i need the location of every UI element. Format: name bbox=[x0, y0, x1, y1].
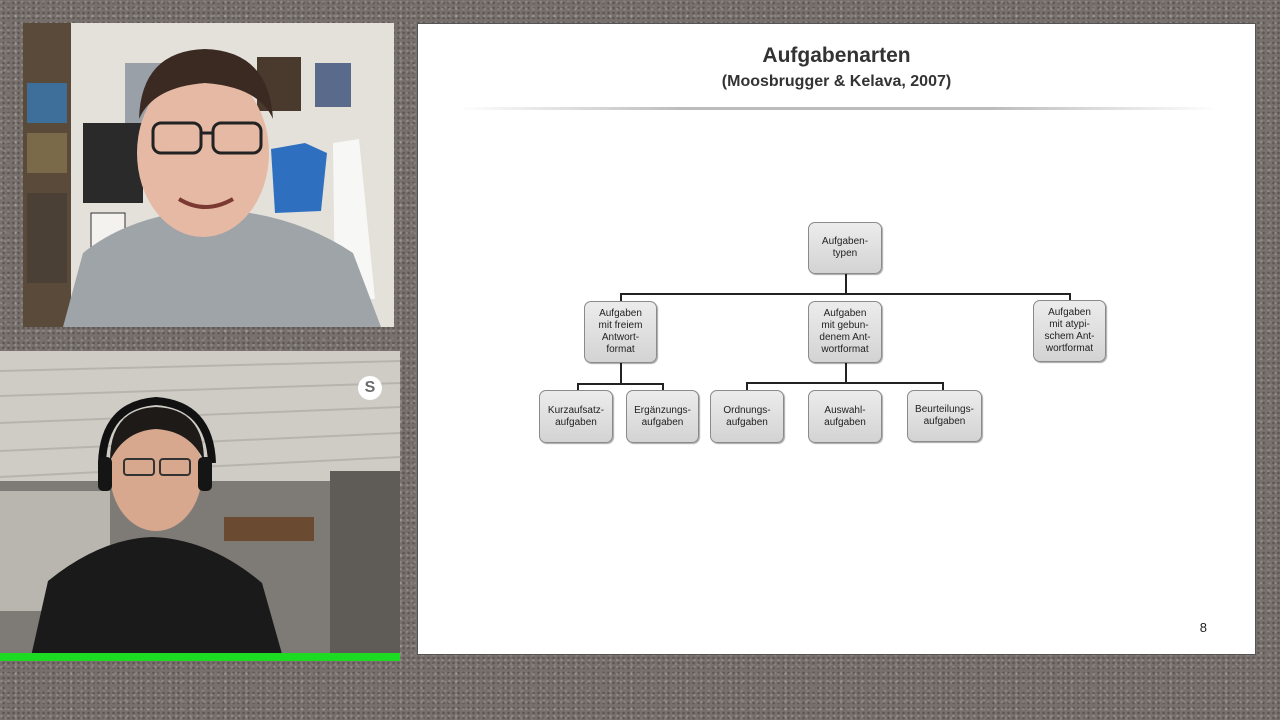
node-auswahlaufgaben: Auswahl- aufgaben bbox=[808, 390, 882, 443]
participant-video-image bbox=[0, 351, 400, 661]
node-aufgabentypen: Aufgaben- typen bbox=[808, 222, 882, 274]
title-divider bbox=[458, 107, 1218, 110]
connector-mid-child-bar bbox=[746, 382, 944, 384]
presenter-video-image bbox=[23, 23, 394, 327]
connector-left-down bbox=[620, 293, 622, 301]
connector-mid-child-down bbox=[845, 363, 847, 383]
node-ordnungsaufgaben: Ordnungs- aufgaben bbox=[710, 390, 784, 443]
presenter-video-feed bbox=[23, 23, 394, 327]
node-kurzaufsatzaufgaben: Kurzaufsatz- aufgaben bbox=[539, 390, 613, 443]
node-ergaenzungsaufgaben: Ergänzungs- aufgaben bbox=[626, 390, 699, 443]
connector-left-child-bar bbox=[577, 383, 664, 385]
connector-root-down bbox=[845, 274, 847, 294]
node-beurteilungsaufgaben: Beurteilungs- aufgaben bbox=[907, 390, 982, 442]
slide-subtitle: (Moosbrugger & Kelava, 2007) bbox=[721, 73, 952, 90]
connector-beurteilung-down bbox=[942, 382, 944, 390]
connector-left-child-down bbox=[620, 363, 622, 384]
active-speaker-indicator bbox=[0, 653, 400, 661]
skype-icon: S bbox=[358, 376, 382, 400]
slide-page-number: 8 bbox=[1199, 620, 1207, 635]
node-gebundenes-antwortformat: Aufgaben mit gebun- denem Ant- wortforma… bbox=[808, 301, 882, 363]
connector-right-down bbox=[1069, 293, 1071, 300]
presentation-slide: Aufgabenarten (Moosbrugger & Kelava, 200… bbox=[417, 23, 1256, 655]
participant-video-feed bbox=[0, 351, 400, 661]
connector-kurz-down bbox=[577, 383, 579, 390]
connector-ordnung-down bbox=[746, 382, 748, 390]
connector-ergaenzung-down bbox=[662, 383, 664, 390]
node-freies-antwortformat: Aufgaben mit freiem Antwort- format bbox=[584, 301, 657, 363]
node-atypisches-antwortformat: Aufgaben mit atypi- schem Ant- wortforma… bbox=[1033, 300, 1106, 362]
slide-title: Aufgabenarten bbox=[762, 44, 911, 67]
connector-level1-bar bbox=[620, 293, 1071, 295]
